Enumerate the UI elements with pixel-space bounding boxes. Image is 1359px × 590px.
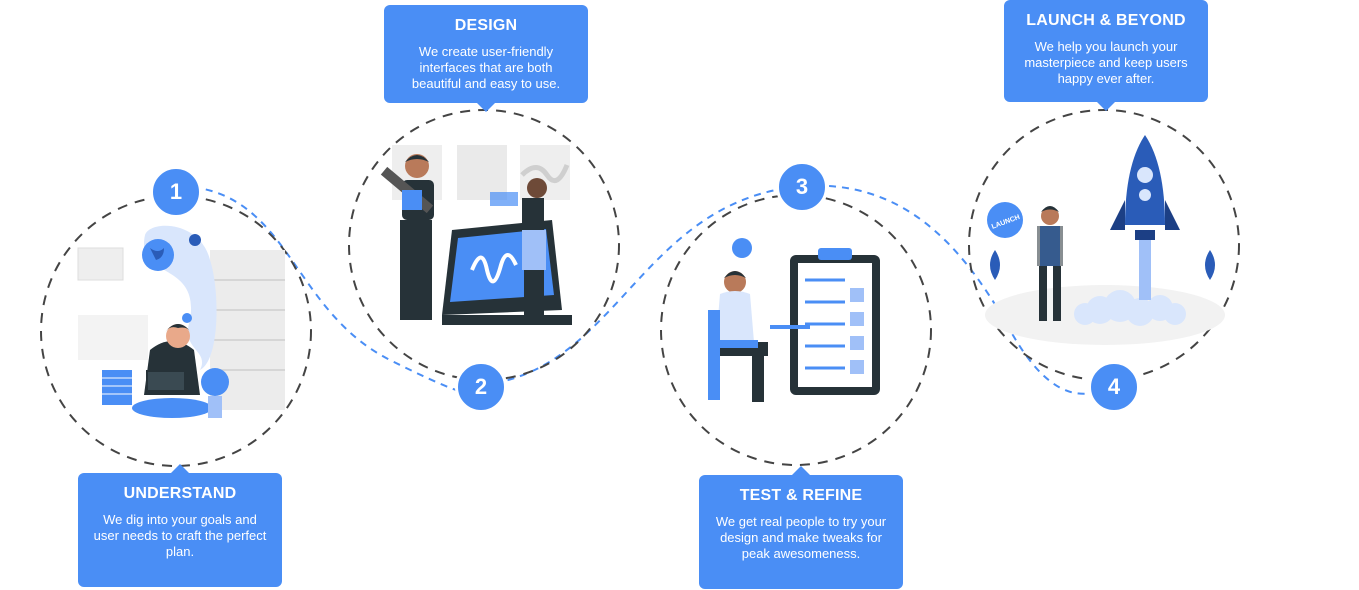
step-card-design: DESIGN We create user-friendly interface… — [384, 5, 588, 112]
step-title: TEST & REFINE — [739, 487, 863, 504]
step-description: We create user-friendly interfaces that … — [411, 44, 561, 91]
reading-person-icon — [77, 225, 285, 418]
step-title: DESIGN — [454, 17, 518, 34]
checklist-person-icon — [708, 238, 880, 402]
step-card-test-refine: TEST & REFINE We get real people to try … — [699, 466, 903, 589]
step-card-understand: UNDERSTAND We dig into your goals and us… — [78, 464, 282, 587]
step-number-1: 1 — [150, 166, 202, 218]
rocket-launch-icon: LAUNCH — [985, 135, 1225, 345]
step-number-4: 4 — [1088, 361, 1140, 413]
step-description: We get real people to try your design an… — [715, 514, 887, 561]
step-number-2: 2 — [455, 361, 507, 413]
connector-1-2 — [179, 185, 483, 395]
step-number-3: 3 — [776, 161, 828, 213]
step-title: LAUNCH & BEYOND — [1026, 12, 1186, 29]
step-card-launch-beyond: LAUNCH & BEYOND We help you launch your … — [1004, 0, 1208, 111]
step-title: UNDERSTAND — [123, 485, 237, 502]
step-description: We help you launch your masterpiece and … — [1024, 39, 1188, 86]
designers-tablet-icon — [380, 145, 572, 325]
step-description: We dig into your goals and user needs to… — [93, 512, 267, 559]
